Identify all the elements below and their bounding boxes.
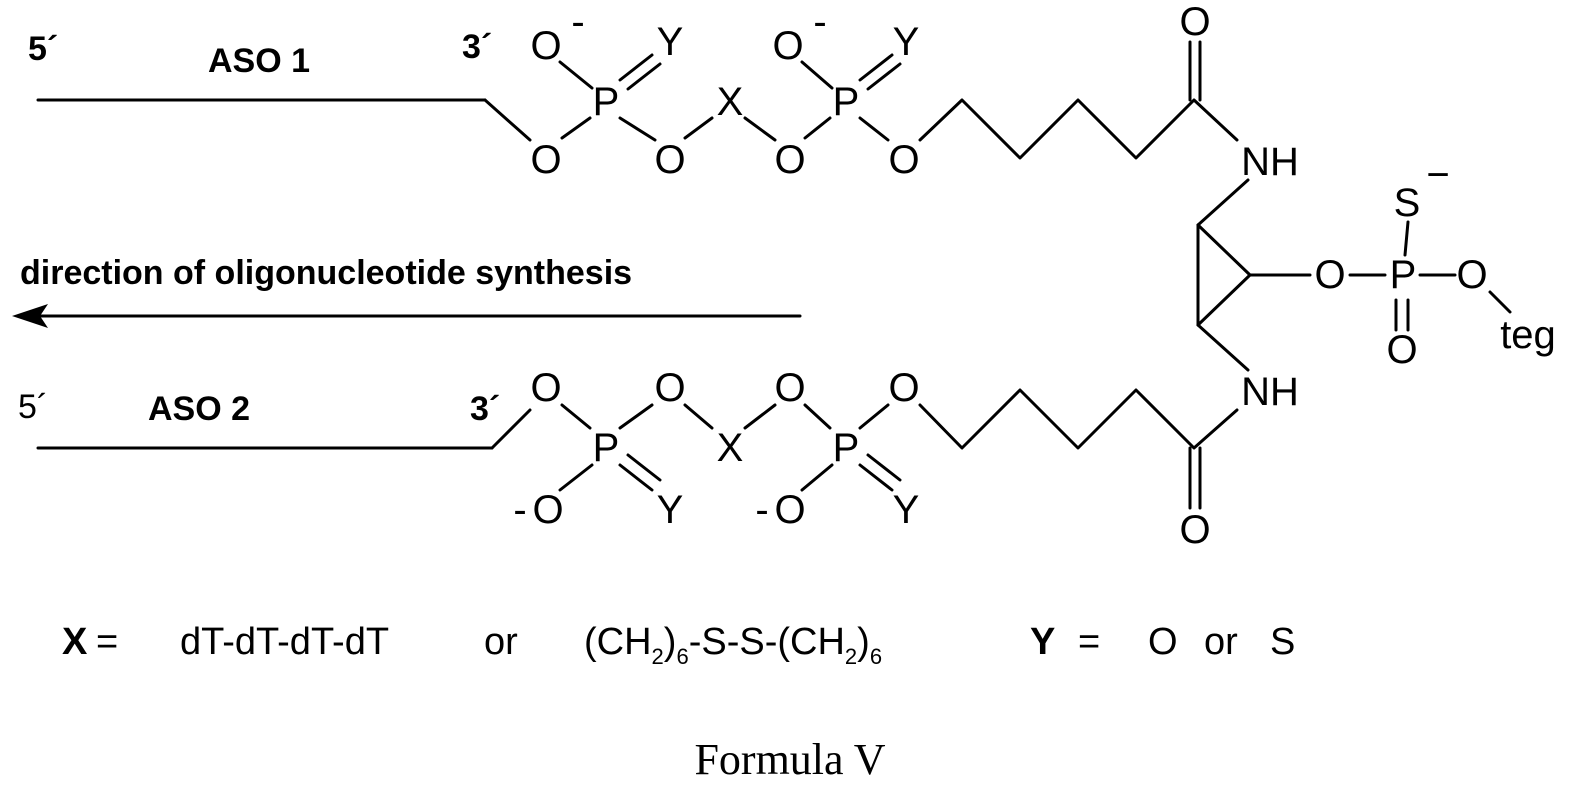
aso1-carbonyl-o: O — [1179, 0, 1210, 44]
aso1-o1: O — [530, 138, 561, 182]
aso1-five-prime-label: 5´ — [28, 30, 58, 68]
aso2-p1-phosphorus: P — [593, 426, 620, 470]
aso2-amide-nh: NH — [1241, 370, 1299, 414]
aso2-o2: O — [654, 366, 685, 410]
aso1-o3: O — [774, 138, 805, 182]
legend-y-option-2: S — [1270, 621, 1295, 663]
aso2-p1-minus-charge: - — [513, 488, 526, 532]
aso1-p2-minus-charge: - — [813, 0, 826, 44]
legend-x-equals: = — [96, 621, 118, 663]
aso1-p2-y: Y — [893, 20, 920, 64]
aso1-o2: O — [654, 138, 685, 182]
aso2-carbonyl-o: O — [1179, 508, 1210, 552]
core-o-ether: O — [1314, 253, 1345, 297]
aso2-linker-chain — [920, 390, 1237, 448]
aso1-linker-chain — [920, 100, 1237, 158]
core-o-teg: O — [1456, 253, 1487, 297]
aso2-name-label: ASO 2 — [148, 390, 250, 428]
aso1-p2-phosphorus: P — [833, 80, 860, 124]
synthesis-direction-arrow — [12, 304, 800, 328]
legend-x-option-2: (CH2)6-S-S-(CH2)6 — [584, 621, 882, 669]
aso1-x-linker: X — [717, 80, 744, 124]
aso1-three-prime-label: 3´ — [462, 28, 492, 66]
core-teg-label: teg — [1500, 313, 1556, 357]
core-o-double: O — [1386, 328, 1417, 372]
legend-x-symbol: X — [62, 621, 88, 663]
legend-definitions: X = dT-dT-dT-dT or (CH2)6-S-S-(CH2)6 Y =… — [62, 621, 1295, 669]
aso1-p2-o-minus: O — [772, 24, 803, 68]
legend-y-symbol: Y — [1030, 621, 1055, 663]
legend-x-option-1: dT-dT-dT-dT — [180, 621, 389, 663]
aso2-p1-o-minus: O — [532, 488, 563, 532]
core-phosphorus: P — [1390, 253, 1417, 297]
aso1-p1-y: Y — [657, 20, 684, 64]
aso2-p1-y: Y — [657, 488, 684, 532]
core-sulfur: S — [1394, 181, 1421, 225]
aso2-o1: O — [530, 366, 561, 410]
aso2-five-prime-label: 5´ — [18, 388, 48, 426]
aso1-name-label: ASO 1 — [208, 42, 310, 80]
aso2-three-prime-label: 3´ — [470, 390, 500, 428]
aso1-p1-phosphorus: P — [593, 80, 620, 124]
legend-y-option-1: O — [1148, 621, 1178, 663]
aso1-o4: O — [888, 138, 919, 182]
figure-caption: Formula V — [694, 735, 885, 784]
aso1-p1-o-minus: O — [530, 24, 561, 68]
aso2-o3: O — [774, 366, 805, 410]
core-sulfur-charge: − — [1426, 153, 1449, 197]
aso2-x-linker: X — [717, 426, 744, 470]
legend-y-equals: = — [1078, 621, 1100, 663]
direction-label: direction of oligonucleotide synthesis — [20, 254, 632, 292]
aso1-p1-minus-charge: - — [571, 0, 584, 44]
aso1-amide-nh: NH — [1241, 140, 1299, 184]
legend-or-1: or — [484, 621, 518, 663]
aso2-p2-minus-charge: - — [755, 488, 768, 532]
aso2-p2-y: Y — [893, 488, 920, 532]
legend-or-2: or — [1204, 621, 1238, 663]
aso2-p2-phosphorus: P — [833, 426, 860, 470]
aso2-p2-o-minus: O — [774, 488, 805, 532]
aso2-o4: O — [888, 366, 919, 410]
